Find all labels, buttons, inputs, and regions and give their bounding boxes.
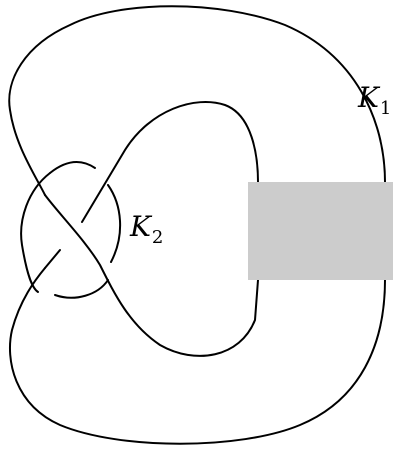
- k2-index: 2: [151, 227, 164, 248]
- tangle-box: [248, 182, 393, 280]
- k1-crossing-under-lower: [44, 249, 61, 269]
- k2-left-arc: [20, 172, 51, 293]
- k1-label: K1: [358, 81, 391, 118]
- k1-outer-lower-arc: [9, 267, 386, 445]
- k2-letter: K: [130, 210, 151, 243]
- k2-right-arc: [107, 184, 122, 263]
- k1-outer-upper-arc: [8, 5, 386, 196]
- k1-crossing-over-strand: [44, 194, 259, 357]
- k2-bottom-arc: [54, 279, 109, 299]
- k1-letter: K: [358, 81, 379, 114]
- k2-label: K2: [130, 210, 163, 247]
- k2-top-arc: [49, 161, 96, 174]
- k1-crossing-under-upper: [81, 101, 259, 223]
- k1-index: 1: [379, 98, 392, 119]
